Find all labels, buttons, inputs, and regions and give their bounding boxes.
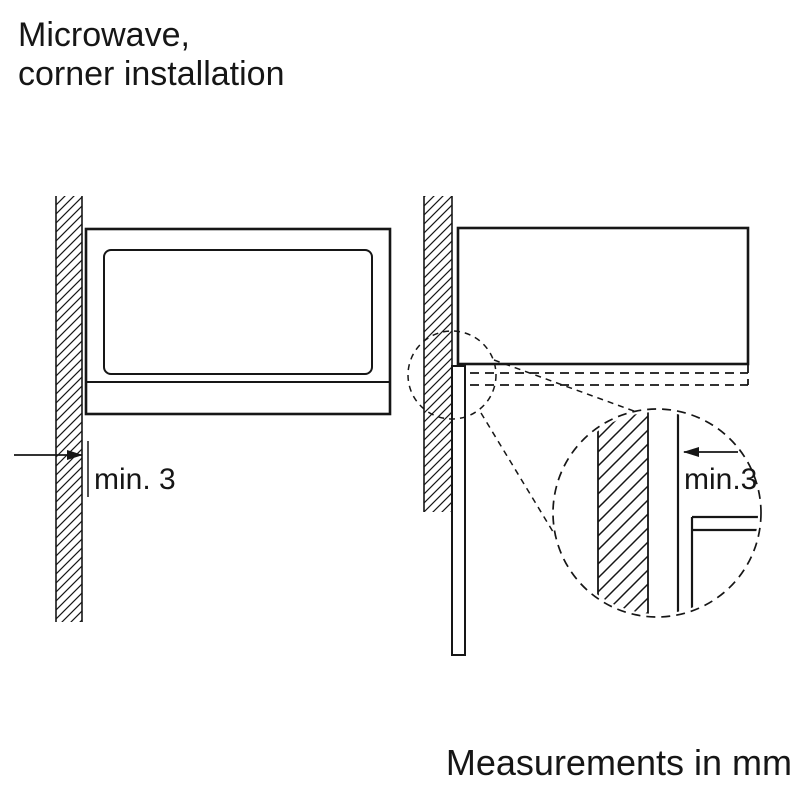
wall-hatch-left bbox=[56, 196, 82, 622]
wall-hatch-right bbox=[424, 196, 452, 512]
microwave-top-view bbox=[456, 226, 750, 366]
side-view bbox=[14, 196, 392, 622]
detail-circle bbox=[552, 408, 762, 618]
page-title-line2: corner installation bbox=[18, 55, 284, 93]
microwave-door-window bbox=[103, 249, 373, 375]
detail-source-circle bbox=[407, 330, 497, 420]
detail-view bbox=[552, 408, 762, 618]
wall-hatch-detail bbox=[598, 412, 648, 614]
min3-label-left: min. 3 bbox=[94, 463, 176, 496]
side-panel bbox=[451, 365, 466, 656]
min3-label-detail: min.3 bbox=[684, 463, 757, 496]
top-view bbox=[407, 196, 750, 656]
page-title-line1: Microwave, bbox=[18, 16, 190, 54]
detail-connector-top bbox=[493, 359, 643, 415]
measurements-note: Measurements in mm bbox=[446, 742, 792, 783]
